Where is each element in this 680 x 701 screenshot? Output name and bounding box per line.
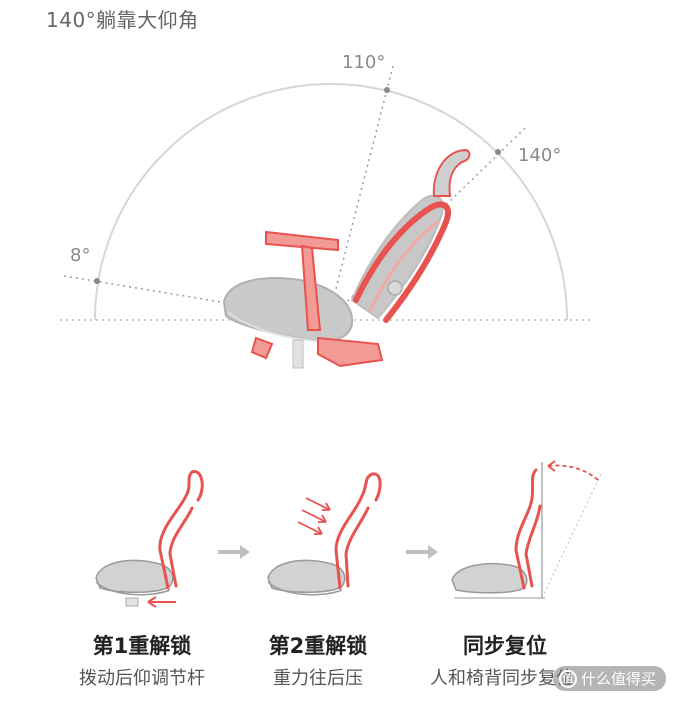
angle-dot-8 [94,278,100,284]
step3-title: 同步复位 [463,634,547,658]
angle-label-140: 140° [518,145,562,166]
chair-lever [250,336,274,360]
angle-dot-110 [384,87,390,93]
angle-dot-140 [495,149,501,155]
chair-seat [222,277,354,342]
recline-arc [94,83,568,321]
step2-subtitle: 重力往后压 [273,668,363,689]
lumbar-knob [387,280,403,296]
chair-armrest-post [300,244,322,331]
watermark: 值 什么值得买 [552,666,666,691]
angle-line-110 [327,65,394,321]
page-title: 140°躺靠大仰角 [46,8,199,32]
chair-gaslift [292,339,304,369]
step3-chair [451,460,603,599]
angle-label-110: 110° [342,52,386,73]
chair-headrest [432,148,471,197]
step3-subtitle: 人和椅背同步复位 [430,668,574,689]
step-arrow-2 [406,545,438,559]
angle-label-8: 8° [70,245,91,266]
chair-armrest-pad [265,230,339,252]
watermark-text: 什么值得买 [580,670,656,688]
step1-chair [95,470,204,608]
chair-mechanism [317,336,384,368]
step1-subtitle: 拨动后仰调节杆 [79,668,205,689]
recline-diagram [60,65,590,369]
step-arrow-1 [218,545,250,559]
chair-back-frame [353,201,451,323]
chair-back-frame-inner [368,220,440,312]
step1-title: 第1重解锁 [92,634,192,658]
step2-title: 第2重解锁 [268,634,368,658]
chair-backrest-mesh [350,194,444,320]
zhi-circle-icon: 值 [558,669,577,688]
step2-chair [267,472,382,596]
